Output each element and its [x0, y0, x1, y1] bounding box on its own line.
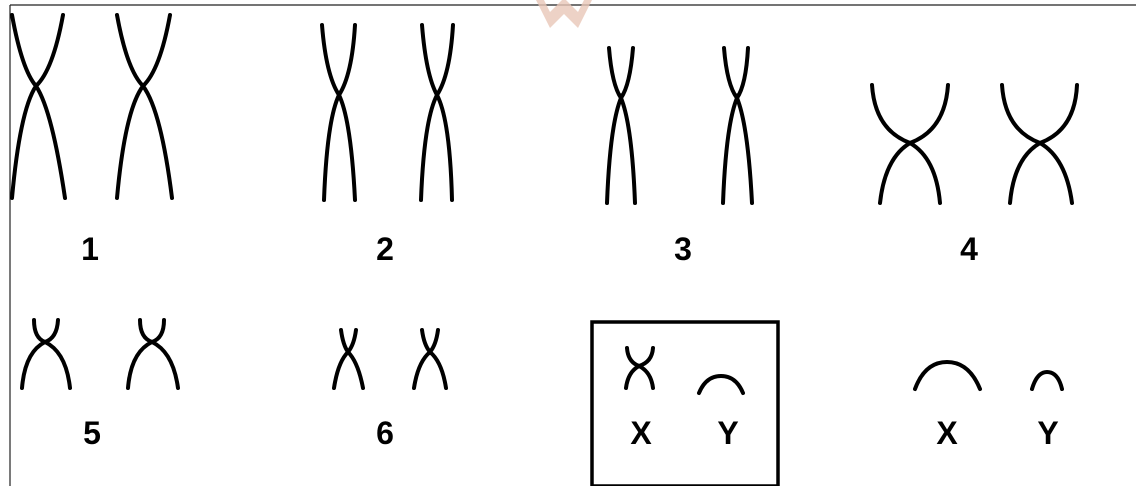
boxed-y-chromosome [699, 376, 743, 393]
chromosome-pair-5 [22, 320, 178, 388]
chromosome-1a-top [12, 15, 63, 86]
chromosome-5b-top [140, 320, 164, 342]
chromosome-1a-bottom [12, 86, 65, 198]
sex-chromosome-box [592, 322, 778, 486]
chromosome-3a-bottom [607, 98, 635, 203]
chromosome-pair-4 [872, 85, 1077, 203]
chromosome-1b-bottom [117, 86, 172, 198]
chromosome-2b-bottom [421, 95, 452, 200]
chromosome-3a-top [609, 48, 633, 98]
label-pair-2: 2 [376, 233, 394, 265]
chromosome-5b-bottom [128, 342, 178, 388]
boxed-x-bottom [626, 366, 653, 388]
label-boxed-y: Y [717, 417, 738, 449]
chromosome-5a-top [34, 320, 58, 342]
chromosome-4a-bottom [880, 143, 940, 203]
chromosome-pair-1 [12, 15, 172, 198]
plain-sex-chromosomes [915, 362, 1062, 389]
chromosome-5a-bottom [22, 342, 70, 388]
label-pair-4: 4 [960, 233, 978, 265]
chromosome-pair-2 [322, 25, 453, 200]
chromosome-4a-top [872, 85, 948, 143]
plain-x-chromosome [915, 362, 980, 389]
chromosome-pair-6 [334, 330, 446, 388]
chromosome-6a-top [341, 330, 356, 352]
label-plain-y: Y [1037, 417, 1058, 449]
label-pair-3: 3 [674, 233, 692, 265]
chromosome-4b-bottom [1010, 143, 1072, 203]
watermark-mark [520, 0, 610, 30]
chromosome-3b-top [724, 48, 748, 98]
label-pair-6: 6 [376, 417, 394, 449]
chromosome-2a-bottom [324, 95, 355, 200]
chromosome-3b-bottom [723, 98, 752, 203]
label-pair-5: 5 [83, 417, 101, 449]
label-plain-x: X [936, 417, 957, 449]
chromosome-1b-top [117, 15, 170, 86]
boxed-sex-chromosomes [626, 348, 743, 393]
chromosome-pair-3 [607, 48, 752, 203]
label-pair-1: 1 [81, 233, 99, 265]
plain-y-chromosome [1032, 372, 1062, 389]
chromosome-6b-bottom [414, 352, 446, 388]
chromosome-6a-bottom [334, 352, 363, 388]
chromosome-4b-top [1002, 85, 1077, 143]
chromosome-2b-top [422, 25, 453, 95]
boxed-x-top [627, 348, 653, 366]
label-boxed-x: X [630, 417, 651, 449]
chromosome-6b-top [422, 330, 438, 352]
chromosome-2a-top [322, 25, 355, 95]
